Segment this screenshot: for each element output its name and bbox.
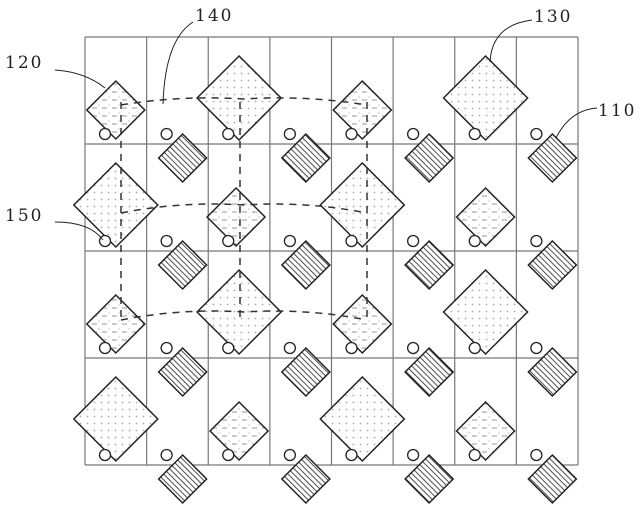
circle-150 [406, 127, 420, 141]
hatched-square-110 [404, 453, 455, 505]
large-diamond-130 [442, 54, 529, 142]
large-diamond-130 [319, 161, 406, 249]
hatched-square-110 [280, 453, 331, 505]
circle-150 [98, 127, 112, 141]
large-diamond-130 [442, 268, 529, 356]
hatched-square-110 [157, 346, 208, 398]
label-130: 130 [534, 7, 572, 27]
hatched-square-110 [157, 132, 208, 184]
circle-150 [530, 341, 543, 355]
circle-150 [530, 448, 543, 462]
circle-150 [160, 448, 173, 462]
dashed-connection-140 [120, 203, 368, 214]
circle-150 [406, 234, 420, 248]
circle-150 [406, 341, 420, 355]
label-150: 150 [5, 206, 43, 226]
circle-150 [283, 127, 297, 141]
hatched-square-110 [527, 346, 578, 398]
circle-150 [222, 341, 235, 355]
circle-150 [345, 341, 358, 355]
leader-150 [54, 221, 104, 241]
hatched-square-110 [527, 239, 578, 291]
circle-150 [345, 234, 358, 248]
leader-110 [555, 107, 598, 139]
circle-150 [345, 448, 358, 462]
circle-150 [530, 234, 543, 248]
small-diamond-120 [209, 400, 270, 462]
hatched-square-110 [157, 239, 208, 291]
circle-150 [222, 127, 235, 141]
hatched-square-110 [280, 239, 331, 291]
circle-150 [406, 448, 420, 462]
hatched-square-110 [280, 132, 331, 184]
circle-150 [160, 234, 173, 248]
leader-120 [54, 69, 106, 89]
small-diamond-120 [85, 79, 146, 141]
circle-150 [468, 234, 481, 248]
large-diamond-130 [319, 375, 406, 463]
grid-lines [84, 36, 579, 466]
hatched-square-110 [527, 453, 578, 505]
circle-150 [98, 448, 112, 462]
small-diamond-120 [455, 186, 516, 248]
leader-130 [489, 19, 533, 63]
label-140: 140 [195, 6, 233, 26]
circle-150 [530, 127, 543, 141]
small-diamond-120 [206, 186, 267, 248]
circle-150 [468, 341, 481, 355]
label-110: 110 [598, 101, 636, 121]
large-diamond-130 [72, 375, 159, 463]
small-diamond-120 [455, 400, 516, 462]
circle-150 [222, 448, 235, 462]
hatched-square-110 [157, 453, 208, 505]
connection-lines-140 [120, 97, 368, 322]
hatched-square-110 [404, 132, 455, 184]
small-diamond-120 [332, 79, 393, 141]
small-diamond-120 [85, 293, 146, 355]
circle-150 [160, 127, 173, 141]
circle-150 [283, 341, 297, 355]
leader-140 [162, 21, 194, 105]
circle-150 [468, 448, 481, 462]
circle-150 [345, 127, 358, 141]
hatched-square-110 [527, 132, 578, 184]
large-diamond-130 [72, 161, 159, 249]
circle-150 [283, 448, 297, 462]
label-120: 120 [5, 53, 43, 73]
elements [72, 54, 578, 505]
circle-150 [160, 341, 173, 355]
dashed-connection-140 [120, 97, 368, 106]
hatched-square-110 [404, 239, 455, 291]
circle-150 [468, 127, 481, 141]
hatched-square-110 [280, 346, 331, 398]
hatched-square-110 [404, 346, 455, 398]
circle-150 [98, 341, 112, 355]
circle-150 [283, 234, 297, 248]
dashed-connection-140 [120, 310, 368, 321]
small-diamond-120 [332, 293, 393, 355]
leader-lines [54, 19, 598, 241]
circle-150 [222, 234, 235, 248]
